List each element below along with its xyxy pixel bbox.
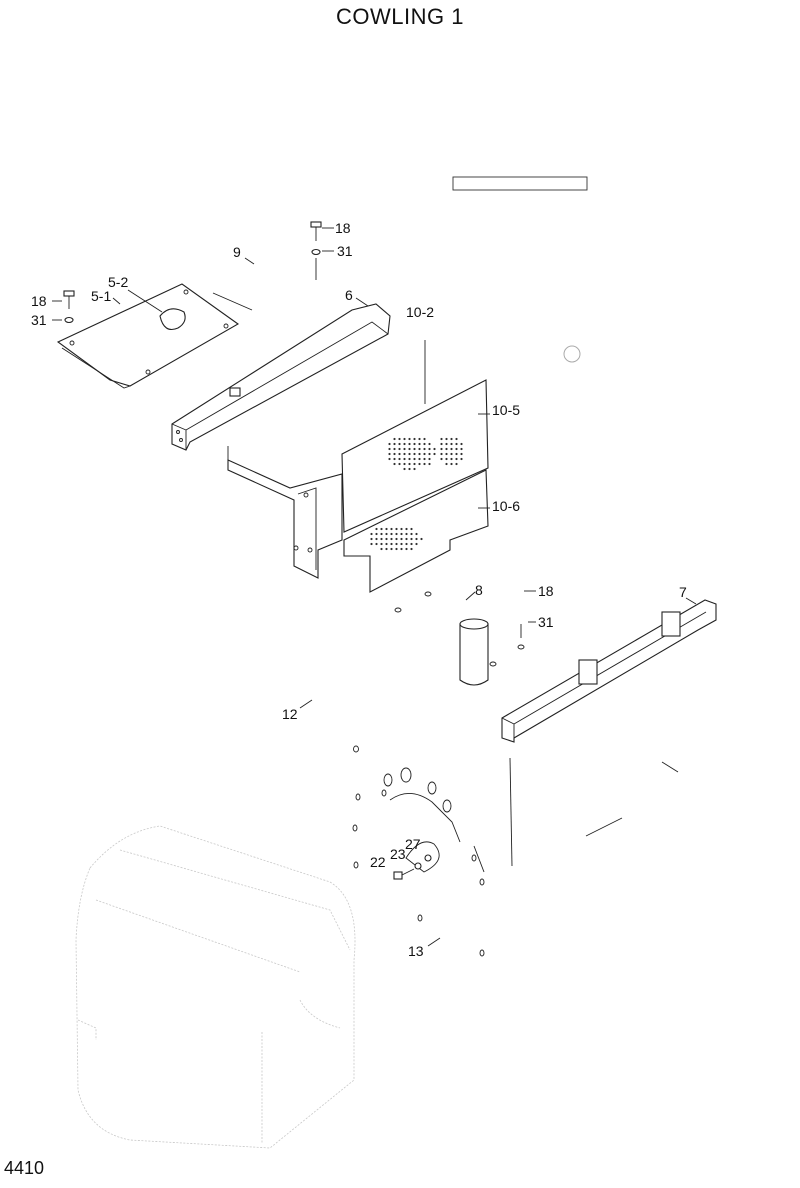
callout-18-mid: 18	[538, 583, 554, 599]
callout-5-2: 5-2	[108, 274, 128, 290]
callout-5-1: 5-1	[91, 288, 111, 304]
callout-31-mid: 31	[538, 614, 554, 630]
rail-7	[501, 599, 717, 743]
bolt-18-left	[63, 290, 75, 324]
callout-6: 6	[345, 287, 353, 303]
callout-13: 13	[408, 943, 424, 959]
callout-31-top: 31	[337, 243, 353, 259]
tube-8	[459, 618, 489, 686]
rail-6	[171, 303, 391, 451]
blank-label-box	[452, 176, 588, 191]
engine-housing-outline	[75, 825, 356, 1149]
bolt-18-top	[310, 221, 322, 280]
callout-12: 12	[282, 706, 298, 722]
callout-8: 8	[475, 582, 483, 598]
panel-10-6	[343, 469, 489, 593]
cover-plate	[56, 283, 240, 389]
callout-10-6: 10-6	[492, 498, 520, 514]
callout-23: 23	[390, 846, 406, 862]
callout-7: 7	[679, 584, 687, 600]
page-title: COWLING 1	[336, 4, 464, 29]
callout-27: 27	[405, 836, 421, 852]
callout-10-5: 10-5	[492, 402, 520, 418]
hole-marker	[563, 345, 581, 363]
callout-18-left: 18	[31, 293, 47, 309]
side-bracket	[227, 446, 343, 579]
callout-9: 9	[233, 244, 241, 260]
callout-31-left: 31	[31, 312, 47, 328]
page-number: 4410	[4, 1158, 45, 1178]
bolt-22	[393, 854, 432, 880]
callout-10-2: 10-2	[406, 304, 434, 320]
perforation-pattern	[370, 437, 463, 551]
panel-10-5	[341, 340, 489, 533]
callout-22: 22	[370, 854, 386, 870]
callout-18-top: 18	[335, 220, 351, 236]
mounting-holes	[352, 745, 485, 957]
